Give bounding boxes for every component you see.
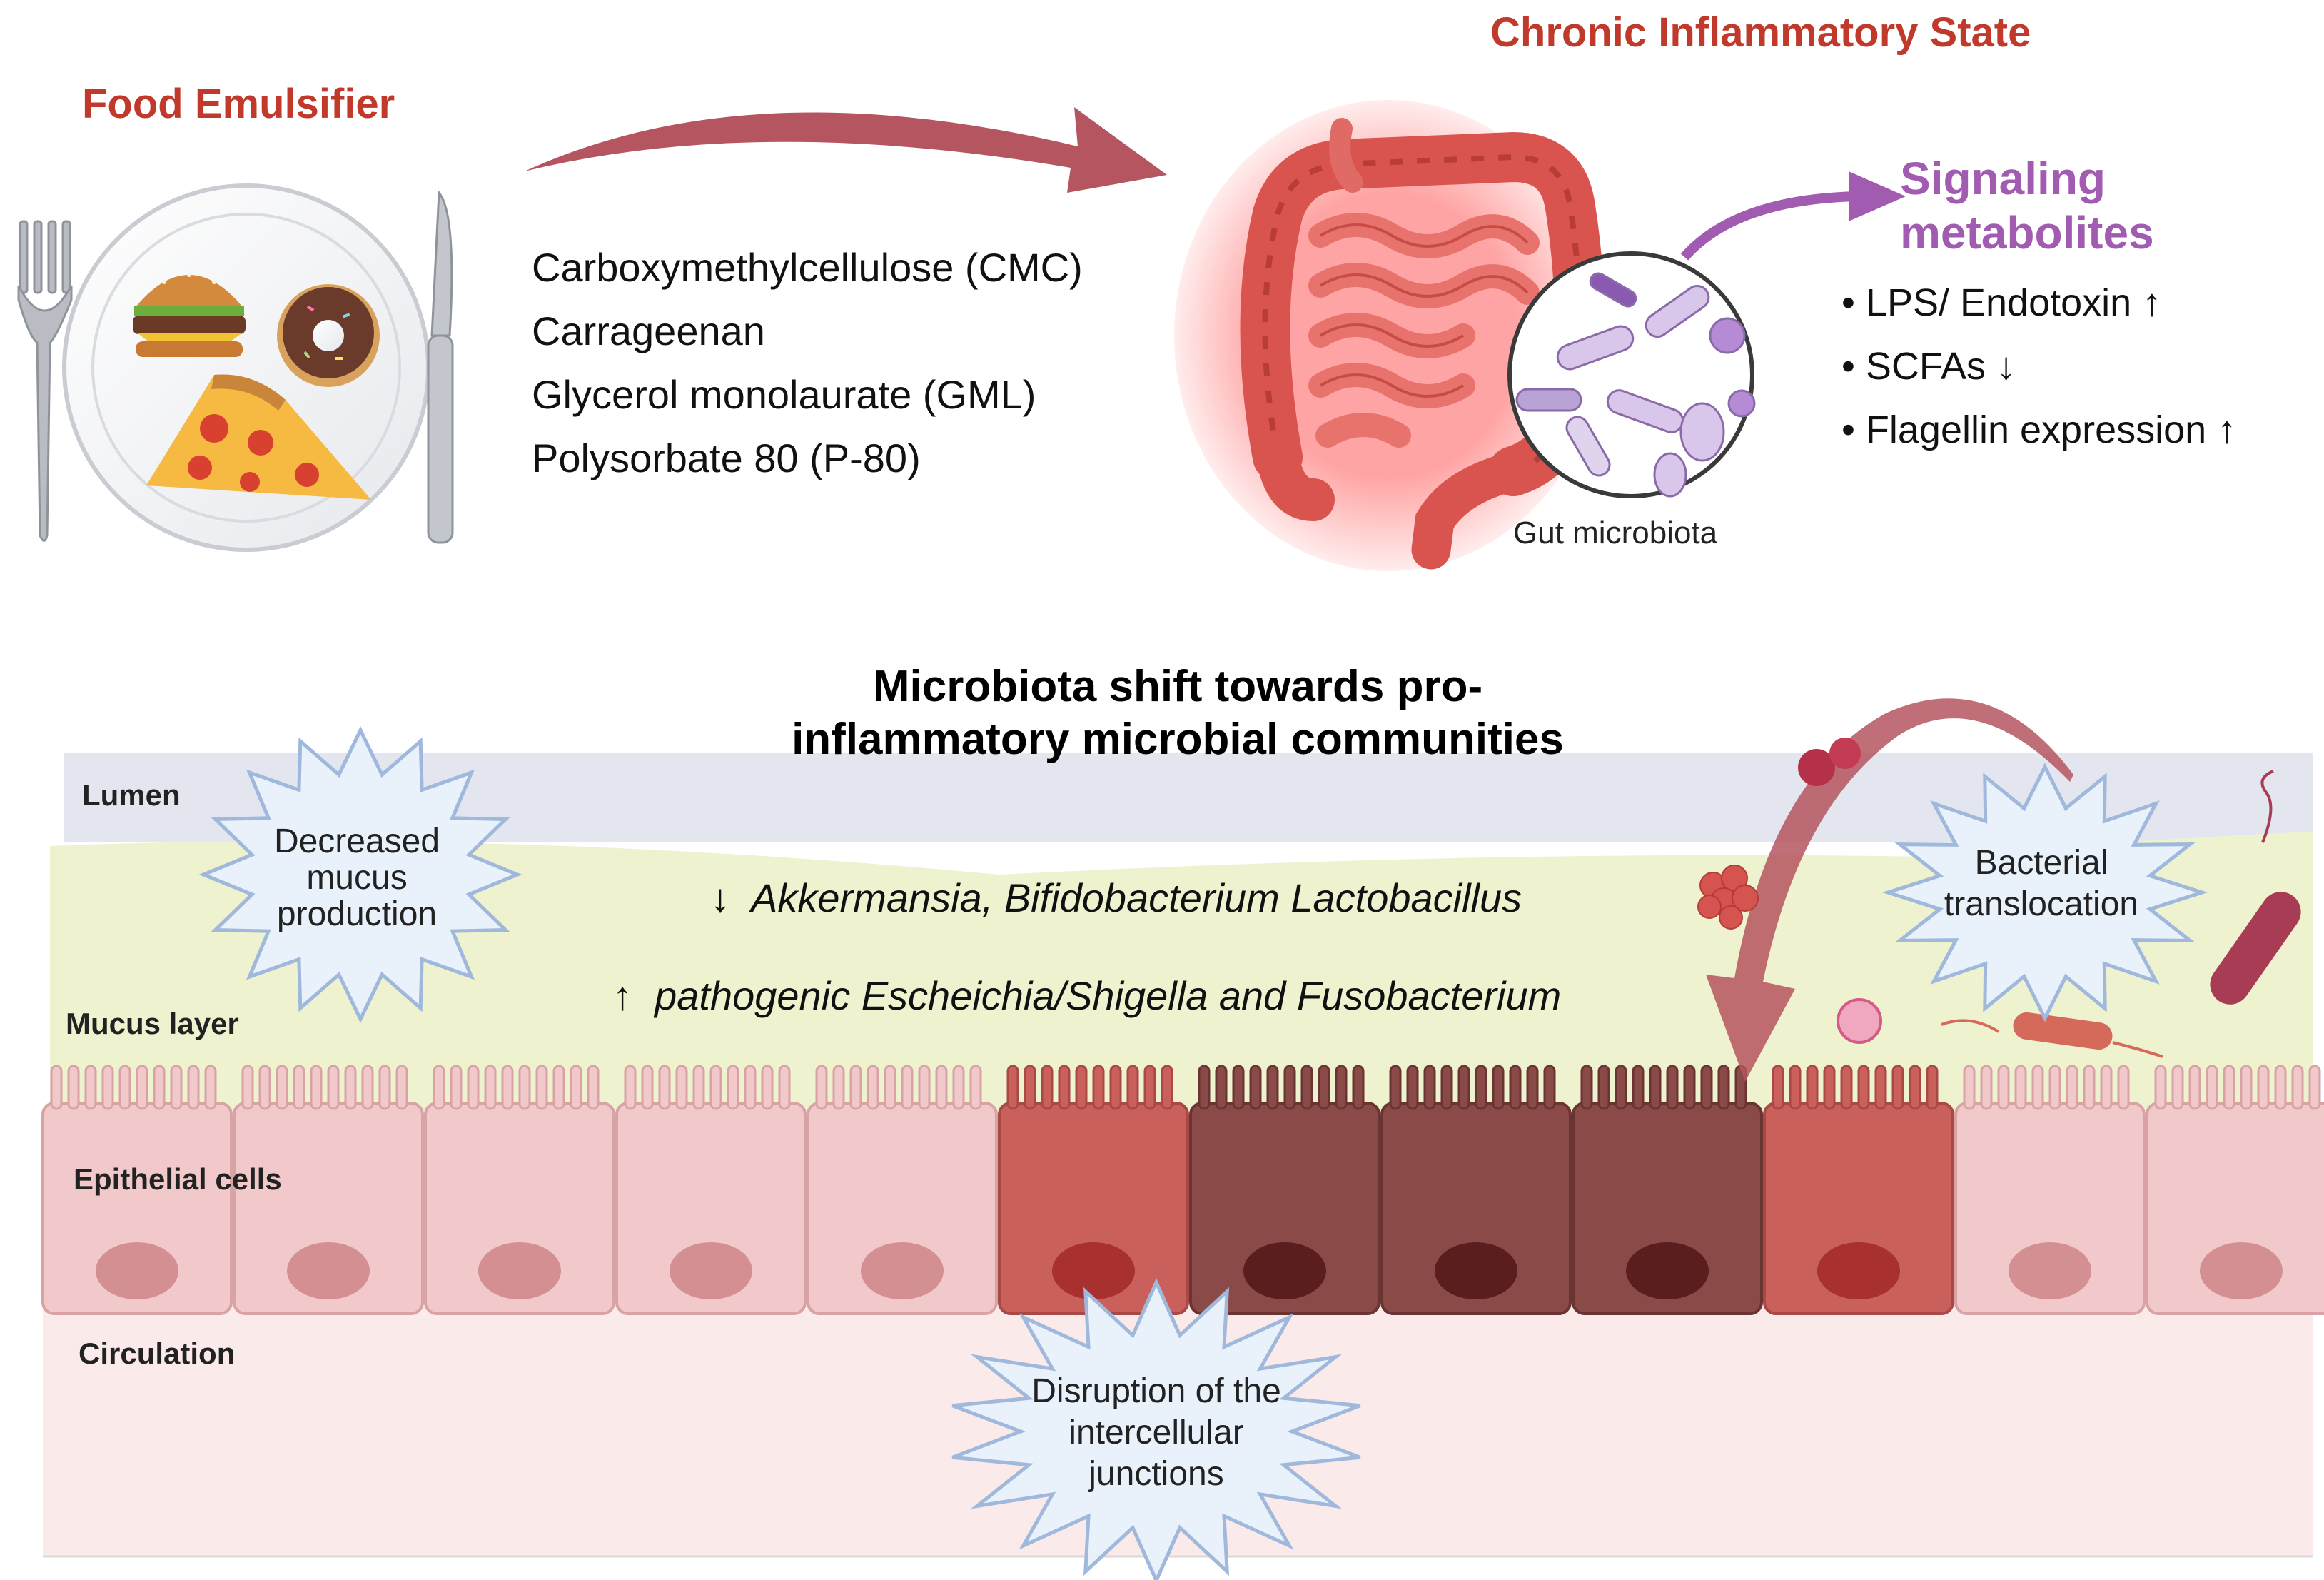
lumen-label: Lumen xyxy=(82,778,181,812)
increased-genera-line: ↑ pathogenic Escheichia/Shigella and Fus… xyxy=(612,972,1561,1019)
signaling-title-line: metabolites xyxy=(1900,207,2154,258)
epithelial-cell-healthy xyxy=(41,1065,233,1315)
pizza-icon xyxy=(146,374,371,500)
emulsifier-item: Glycerol monolaurate (GML) xyxy=(532,372,1036,417)
epithelial-cell-inflamed xyxy=(998,1065,1189,1315)
up-arrow-icon: ↑ xyxy=(2142,281,2162,324)
pathogen-icons xyxy=(1697,738,2301,1058)
burst-bacterial-translocation xyxy=(1881,763,2208,1022)
donut-icon xyxy=(277,284,380,387)
up-arrow-icon: ↑ xyxy=(2217,408,2237,451)
microbiota-magnifier xyxy=(1507,251,1756,498)
flow-arrow-to-gut xyxy=(525,107,1167,193)
signaling-item-flagellin: • Flagellin expression ↑ xyxy=(1841,408,2237,451)
signaling-list: • LPS/ Endotoxin ↑ • SCFAs ↓ • Flagellin… xyxy=(1841,271,2236,462)
increased-genera-text: pathogenic Escheichia/Shigella and Fusob… xyxy=(655,973,1562,1018)
epithelial-cell-healthy xyxy=(424,1065,615,1315)
epithelial-cell-healthy xyxy=(807,1065,998,1315)
signaling-title: Signaling metabolites xyxy=(1900,151,2154,260)
emulsifier-item: Polysorbate 80 (P-80) xyxy=(532,436,921,480)
translocation-arrow xyxy=(1706,698,2073,1082)
burst-junction-text: Disruption of the intercellular junction… xyxy=(1031,1372,1281,1493)
signaling-item-lps: • LPS/ Endotoxin ↑ xyxy=(1841,281,2162,324)
epithelial-cell-healthy xyxy=(615,1065,807,1315)
microbiota-shift-title: Microbiota shift towards pro- inflammato… xyxy=(714,660,1642,766)
signaling-item-scfas: • SCFAs ↓ xyxy=(1841,345,2016,388)
burst-mucus-text: Decreased mucus production xyxy=(273,822,440,933)
gut-microbiota-label: Gut microbiota xyxy=(1513,515,1718,550)
burst-decreased-mucus xyxy=(198,725,522,1024)
decreased-genera-text: Akkermansia, Bifidobacterium Lactobacill… xyxy=(751,875,1522,920)
epithelial-cell-damaged xyxy=(1380,1065,1572,1315)
knife-icon xyxy=(427,190,454,544)
plate-illustration xyxy=(17,183,454,552)
burst-translocation-text: Bacterial translocation xyxy=(1944,844,2139,923)
epithelial-cell-row xyxy=(41,1065,2324,1315)
fork-icon xyxy=(17,220,73,542)
plate xyxy=(62,183,430,552)
chronic-inflammatory-title: Chronic Inflammatory State xyxy=(1490,9,2031,56)
epithelial-cell-healthy xyxy=(1954,1065,2146,1315)
mucus-layer-label: Mucus layer xyxy=(66,1007,239,1040)
emulsifier-item: Carboxymethylcellulose (CMC) xyxy=(532,245,1083,290)
epithelial-cell-damaged xyxy=(1189,1065,1380,1315)
epithelial-cell-damaged xyxy=(1572,1065,1763,1315)
epithelial-cells-label: Epithelial cells xyxy=(74,1162,282,1196)
down-arrow-icon: ↓ xyxy=(710,875,730,920)
epithelial-cell-healthy xyxy=(233,1065,424,1315)
emulsifier-item: Carrageenan xyxy=(532,308,765,353)
down-arrow-icon: ↓ xyxy=(1996,345,2016,388)
epithelial-cell-healthy xyxy=(2146,1065,2324,1315)
food-emulsifier-title: Food Emulsifier xyxy=(82,81,395,127)
burst-junction-disruption xyxy=(951,1278,1361,1580)
shift-title-line: inflammatory microbial communities xyxy=(792,715,1564,764)
epithelial-cell-inflamed xyxy=(1763,1065,1954,1315)
bacteria-icons xyxy=(1515,272,1756,498)
emulsifier-list: Carboxymethylcellulose (CMC) Carrageenan… xyxy=(532,236,1083,490)
burger-icon xyxy=(133,273,246,357)
shift-title-line: Microbiota shift towards pro- xyxy=(872,662,1483,711)
signaling-title-line: Signaling xyxy=(1900,153,2106,204)
circulation-label: Circulation xyxy=(79,1337,236,1370)
decreased-genera-line: ↓ Akkermansia, Bifidobacterium Lactobaci… xyxy=(710,875,1522,921)
signaling-arrow xyxy=(1680,191,1856,261)
up-arrow-icon: ↑ xyxy=(612,973,632,1018)
